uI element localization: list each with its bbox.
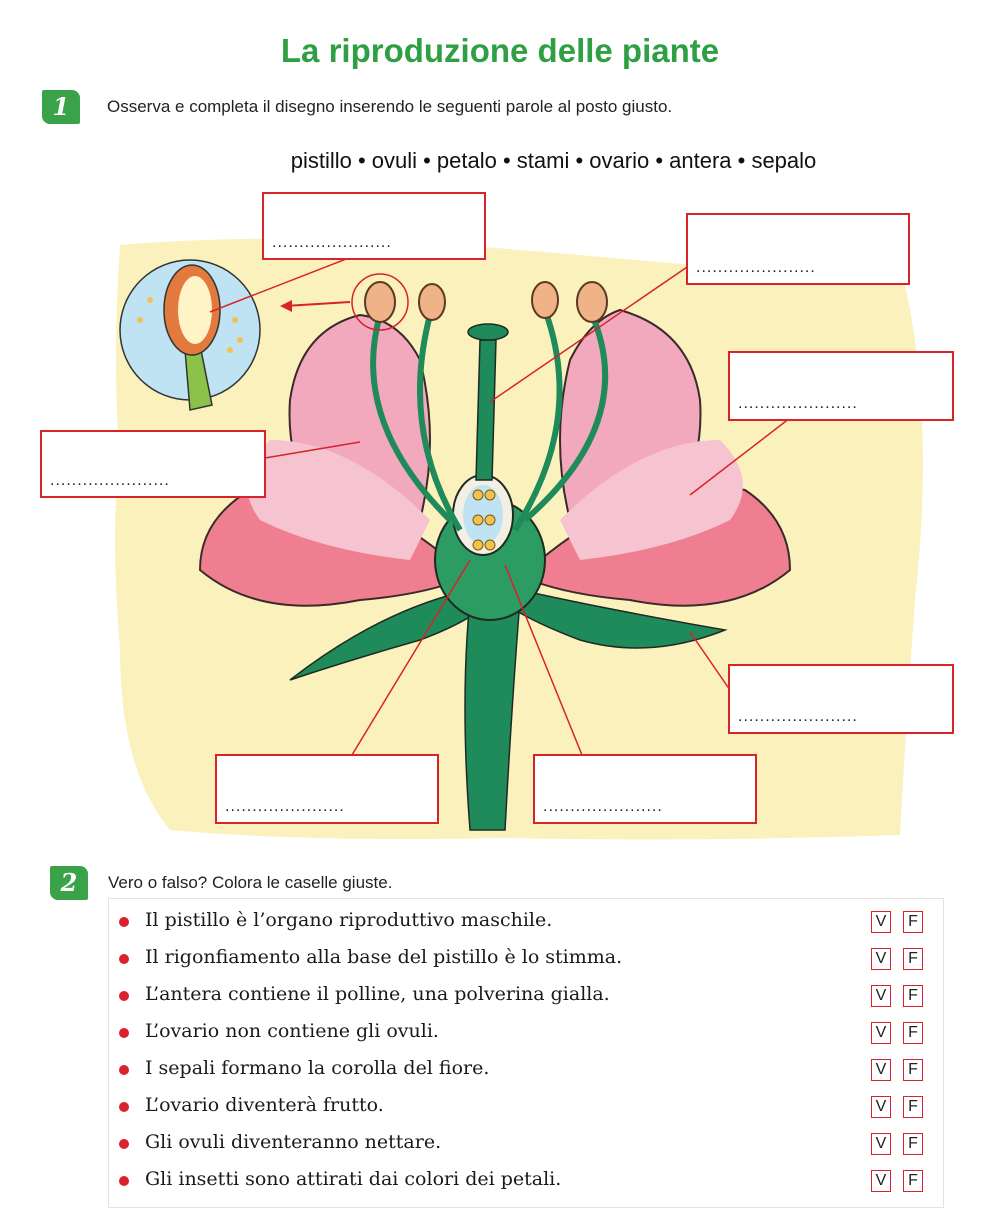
sepal-left [289, 589, 481, 681]
false-checkbox[interactable]: F [903, 1170, 923, 1192]
list-item: L’antera contiene il polline, una polver… [109, 979, 945, 1015]
false-checkbox[interactable]: F [903, 1059, 923, 1081]
true-checkbox[interactable]: V [871, 1170, 891, 1192]
true-false-list: Il pistillo è l’organo riproduttivo masc… [108, 898, 944, 1208]
leader-line [689, 631, 731, 691]
false-checkbox[interactable]: F [903, 911, 923, 933]
pollen-grain [227, 347, 233, 353]
statement-text: Il pistillo è l’organo riproduttivo masc… [145, 909, 553, 931]
anther [531, 281, 559, 319]
ovule [472, 539, 484, 551]
list-item: Il pistillo è l’organo riproduttivo masc… [109, 905, 945, 941]
ovule [484, 489, 496, 501]
leader-line [489, 264, 691, 403]
ovary-inner [463, 485, 503, 545]
statement-text: L’antera contiene il polline, una polver… [145, 983, 610, 1005]
ovule [484, 539, 496, 551]
label-box-sepal[interactable]: ...................... [728, 664, 954, 734]
false-checkbox[interactable]: F [903, 948, 923, 970]
stamen-filament [417, 314, 463, 532]
true-checkbox[interactable]: V [871, 1096, 891, 1118]
exercise-instruction: Vero o falso? Colora le caselle giuste. [108, 873, 393, 892]
statement-text: Gli ovuli diventeranno nettare. [145, 1131, 442, 1153]
statement-text: Gli insetti sono attirati dai colori dei… [145, 1168, 562, 1190]
bullet-icon [119, 954, 129, 964]
exercise-number-badge: 1 [42, 90, 80, 124]
stamen-filament [512, 308, 563, 532]
list-item: L’ovario diventerà frutto. V F [109, 1090, 945, 1126]
bullet-icon [119, 1028, 129, 1038]
anther [418, 283, 446, 321]
true-checkbox[interactable]: V [871, 1133, 891, 1155]
false-checkbox[interactable]: F [903, 1133, 923, 1155]
true-checkbox[interactable]: V [871, 911, 891, 933]
label-box-anther[interactable]: ...................... [262, 192, 486, 260]
ovule [472, 514, 484, 526]
pollen-grain [237, 337, 243, 343]
magnified-anther-inner [178, 276, 212, 344]
false-checkbox[interactable]: F [903, 985, 923, 1007]
list-item: L’ovario non contiene gli ovuli. V F [109, 1016, 945, 1052]
pointer-arrow-head [280, 300, 292, 312]
pollen-grain [147, 297, 153, 303]
list-item: Il rigonfiamento alla base del pistillo … [109, 942, 945, 978]
false-checkbox[interactable]: F [903, 1022, 923, 1044]
statement-text: Il rigonfiamento alla base del pistillo … [145, 946, 623, 968]
label-box-pistil[interactable]: ...................... [686, 213, 910, 285]
label-box-petal[interactable]: ...................... [728, 351, 954, 421]
exercise-number-badge: 2 [50, 866, 88, 900]
pollen-grain [137, 317, 143, 323]
petal-right-highlight [560, 440, 743, 560]
list-item: Gli ovuli diventeranno nettare. V F [109, 1127, 945, 1163]
leader-line [504, 564, 583, 756]
flower-diagram [115, 238, 923, 840]
petal-left-highlight [247, 440, 430, 560]
stamen-filament [370, 314, 453, 523]
pointer-arrow [284, 301, 351, 307]
label-box-ovary[interactable]: ...................... [215, 754, 439, 824]
label-box-stamens[interactable]: ...................... [40, 430, 266, 498]
list-item: Gli insetti sono attirati dai colori dei… [109, 1164, 945, 1200]
true-checkbox[interactable]: V [871, 1022, 891, 1044]
true-checkbox[interactable]: V [871, 948, 891, 970]
bullet-icon [119, 1176, 129, 1186]
bullet-icon [119, 1065, 129, 1075]
anther [364, 281, 396, 323]
bullet-icon [119, 1139, 129, 1149]
bullet-icon [119, 1102, 129, 1112]
true-checkbox[interactable]: V [871, 1059, 891, 1081]
true-checkbox[interactable]: V [871, 985, 891, 1007]
anther [576, 281, 608, 323]
leader-line [351, 559, 471, 756]
stem [464, 599, 521, 831]
word-bank: pistillo • ovuli • petalo • stami • ovar… [290, 148, 817, 173]
leader-line [264, 441, 361, 459]
list-item: I sepali formano la corolla del fiore. V… [109, 1053, 945, 1089]
false-checkbox[interactable]: F [903, 1096, 923, 1118]
page-title: La riproduzione delle piante [280, 32, 720, 69]
pistil-stigma [467, 323, 509, 341]
pistil-style [475, 339, 497, 481]
statement-text: L’ovario diventerà frutto. [145, 1094, 384, 1116]
exercise-instruction: Osserva e completa il disegno inserendo … [107, 97, 673, 116]
anther-highlight-circle [351, 273, 409, 331]
stamen-filament [523, 308, 609, 523]
statement-text: I sepali formano la corolla del fiore. [145, 1057, 490, 1079]
label-box-ovules[interactable]: ...................... [533, 754, 757, 824]
ovule [484, 514, 496, 526]
statement-text: L’ovario non contiene gli ovuli. [145, 1020, 439, 1042]
pollen-grain [232, 317, 238, 323]
bullet-icon [119, 991, 129, 1001]
ovule [472, 489, 484, 501]
bullet-icon [119, 917, 129, 927]
leader-line [689, 417, 791, 496]
sepal-right [514, 589, 728, 649]
